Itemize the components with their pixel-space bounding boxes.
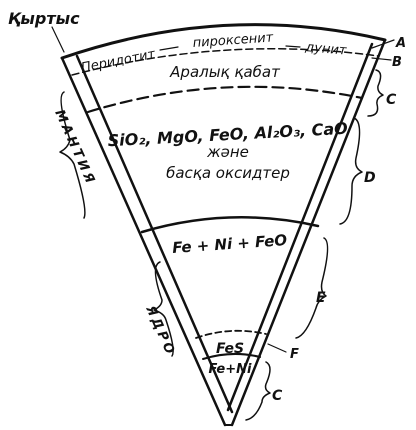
a-pointer [371,39,395,49]
zone-letter-e: E [316,290,326,306]
oxides-and-label: және [206,143,249,161]
dunite-label: дунит [304,40,348,59]
peridotite-label: Перидотит [80,47,157,76]
oxides-other-label: басқа оксидтер [166,164,290,182]
core-label: ЯДРО [142,303,178,360]
mantle-brace [59,91,86,219]
sector-outline [60,23,387,427]
intermediate-layer-label: Аралық қабат [169,63,281,81]
zone-letter-c-upper: C [386,92,397,108]
fes-dashed-boundary [195,329,267,339]
c-upper-brace [367,69,384,117]
core-mantle-boundary [140,216,320,234]
zone-letter-a: A [395,36,406,51]
e-brace [295,237,329,339]
mantle-boundary-dashed [86,85,364,114]
pyroxenite-label: пироксенит [192,30,274,51]
inner-core-boundary [202,353,261,360]
outer-core-formula: Fe + Ni + FeO [172,231,288,257]
zone-letter-f: F [290,347,299,362]
zone-letter-b: B [392,55,402,70]
mantle-label: МАНТИЯ [51,108,98,189]
f-pointer [267,343,287,353]
c-lower-brace [245,361,271,421]
core-brace [153,261,174,357]
zone-letter-d: D [364,170,376,186]
d-brace [339,117,363,225]
zone-letter-c-lower: C [272,388,283,404]
b-pointer [371,57,392,61]
crust-pointer [51,26,65,53]
inner-core-formula: Fe+Ni [209,362,252,377]
crust-label: Қыртыс [8,9,80,28]
